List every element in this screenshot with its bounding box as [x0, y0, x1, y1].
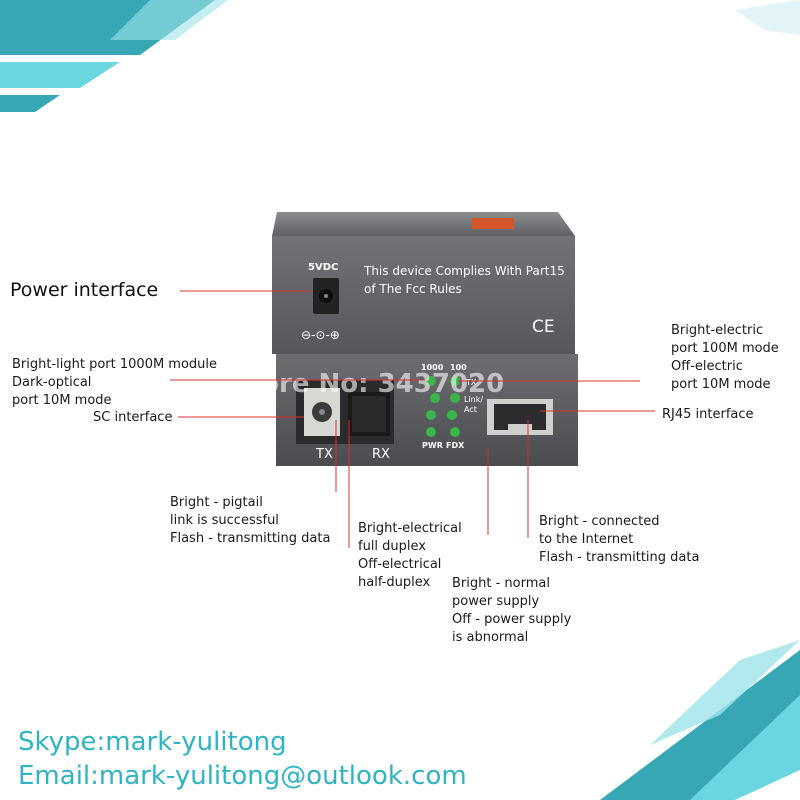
- callout-power-supply: Bright - normal power supply Off - power…: [452, 575, 571, 647]
- callout-bright-light-line-1: Bright-light port 1000M module: [12, 357, 218, 372]
- callout-duplex-line-1: Bright-electrical: [358, 521, 462, 536]
- led-label-act: Act: [464, 405, 477, 414]
- callout-bright-electric-line-2: port 100M mode: [671, 341, 779, 356]
- callout-power-supply-line-4: is abnormal: [452, 630, 529, 645]
- stripe-top-left-2: [0, 62, 120, 88]
- brand-sticker: [472, 218, 514, 229]
- back-device-top: [272, 212, 575, 236]
- callout-lines: [170, 290, 655, 548]
- ce-mark: CE: [532, 317, 555, 337]
- led-fiber-act: [426, 410, 436, 420]
- port-label-tx: TX: [315, 447, 333, 462]
- led-grid: [426, 376, 460, 437]
- power-jack-pin: [324, 294, 328, 298]
- callout-bright-electric: Bright-electric port 100M mode Off-elect…: [671, 322, 779, 394]
- callout-duplex-line-3: Off-electrical: [358, 557, 442, 572]
- callout-duplex-line-2: full duplex: [358, 539, 426, 554]
- callout-bright-light-line-2: Dark-optical: [12, 375, 92, 390]
- rj45-latch: [508, 424, 532, 430]
- callout-pigtail-line-3: Flash - transmitting data: [170, 531, 331, 546]
- led-100: [450, 376, 460, 386]
- store-watermark: Store No: 3437020: [230, 369, 504, 399]
- callout-duplex: Bright-electrical full duplex Off-electr…: [358, 520, 462, 592]
- callout-bright-electric-line-4: port 10M mode: [671, 377, 771, 392]
- led-fiber-link: [430, 393, 440, 403]
- led-header-100: 100: [450, 363, 467, 372]
- port-label-rx: RX: [372, 447, 390, 462]
- compliance-line-1: This device Complies With Part15: [363, 264, 565, 278]
- led-label-fdx: FDX: [446, 441, 465, 450]
- stripe-top-right: [735, 0, 800, 35]
- sc-rx-inner: [352, 396, 386, 432]
- callout-sc-interface: SC interface: [93, 410, 173, 425]
- callout-connected-line-2: to the Internet: [539, 532, 634, 547]
- stripe-bottom-left: [0, 722, 95, 765]
- power-rating-label: 5VDC: [308, 262, 338, 273]
- callout-rj45-interface: RJ45 interface: [662, 407, 754, 422]
- callout-power-supply-line-3: Off - power supply: [452, 612, 572, 627]
- callout-pigtail-line-1: Bright - pigtail: [170, 495, 263, 510]
- callout-pigtail-line-2: link is successful: [170, 513, 279, 528]
- led-pwr: [426, 427, 436, 437]
- callout-bright-electric-line-1: Bright-electric: [671, 323, 764, 338]
- callout-power-supply-line-1: Bright - normal: [452, 576, 550, 591]
- led-label-tx: TX: [465, 378, 477, 387]
- contact-skype: Skype:mark-yulitong: [18, 727, 287, 757]
- stripe-bottom-right-3: [650, 640, 800, 745]
- callout-bright-electric-line-3: Off-electric: [671, 359, 743, 374]
- led-fdx: [450, 427, 460, 437]
- led-tx: [450, 393, 460, 403]
- compliance-line-2: of The Fcc Rules: [364, 282, 462, 296]
- callout-duplex-line-4: half-duplex: [358, 575, 431, 590]
- callout-pigtail: Bright - pigtail link is successful Flas…: [170, 494, 330, 548]
- led-label-link: Link/: [464, 395, 483, 404]
- contact-email: Email:mark-yulitong@outlook.com: [18, 761, 467, 791]
- callout-power-interface: Power interface: [10, 279, 159, 301]
- led-1000: [426, 376, 436, 386]
- callout-connected-line-1: Bright - connected: [539, 514, 660, 529]
- sc-tx-core: [319, 409, 325, 415]
- led-label-pwr: PWR: [422, 441, 443, 450]
- led-header-1000: 1000: [421, 363, 444, 372]
- callout-connected: Bright - connected to the Internet Flash…: [539, 513, 699, 567]
- callout-power-supply-line-2: power supply: [452, 594, 540, 609]
- callout-bright-light-line-3: port 10M mode: [12, 393, 112, 408]
- callout-connected-line-3: Flash - transmitting data: [539, 550, 700, 565]
- stripe-bottom-right-2: [690, 695, 800, 800]
- stripe-top-left-4: [110, 0, 228, 40]
- led-link-act: [447, 410, 457, 420]
- callout-bright-light: Bright-light port 1000M module Dark-opti…: [12, 356, 217, 410]
- stripe-top-left-3: [0, 95, 60, 112]
- polarity-symbol: ⊖-⊙-⊕: [301, 328, 340, 342]
